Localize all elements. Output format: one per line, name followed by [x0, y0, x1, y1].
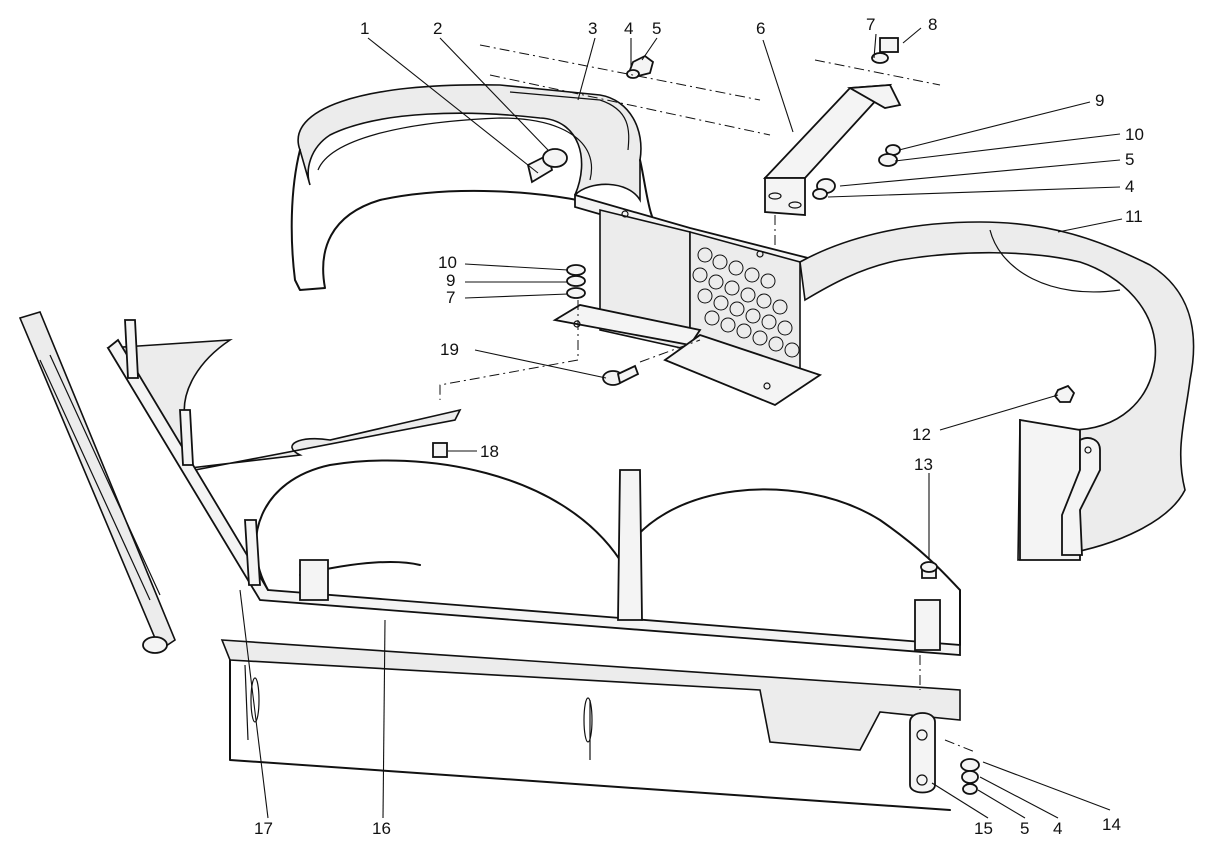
screw-18: [432, 442, 448, 458]
callout-5-bottom: 5: [1020, 819, 1029, 838]
washers-7-9-10-center: [566, 264, 586, 299]
leader-lines: [239, 27, 1123, 819]
callout-4-right: 4: [1125, 177, 1134, 196]
lower-skirt-panel: [220, 639, 961, 811]
callout-19: 19: [440, 340, 459, 359]
callout-1: 1: [360, 19, 369, 38]
callout-3: 3: [588, 19, 597, 38]
callout-7-top: 7: [866, 15, 875, 34]
screen-mesh: [692, 247, 800, 358]
callout-16: 16: [372, 819, 391, 838]
callout-2: 2: [433, 19, 442, 38]
callout-labels: 1 2 3 4 5 6 7 8 9 10 5 4 11 10 9 7 19 18…: [254, 15, 1144, 838]
callout-8: 8: [928, 15, 937, 34]
callout-5-right: 5: [1125, 150, 1134, 169]
callout-4-bottom: 4: [1053, 819, 1062, 838]
callout-11: 11: [1125, 207, 1143, 226]
callout-5-top: 5: [652, 19, 661, 38]
washers-9-10-right: [878, 144, 901, 167]
assembly-lines: [439, 44, 976, 753]
callout-13: 13: [914, 455, 933, 474]
nut-4-5-top: [626, 54, 655, 79]
callout-9-center: 9: [446, 271, 455, 290]
callout-10-right: 10: [1125, 125, 1144, 144]
callout-14: 14: [1102, 815, 1121, 834]
bolt-1: [526, 148, 568, 184]
callout-7-center: 7: [446, 288, 455, 307]
callout-10-center: 10: [438, 253, 457, 272]
washers-4-5-right: [812, 178, 836, 200]
side-rail: [18, 311, 176, 654]
callout-15: 15: [974, 819, 993, 838]
center-divider-plate: [552, 193, 823, 407]
bolt-19: [602, 364, 640, 386]
callout-4-top: 4: [624, 19, 633, 38]
washers-4-5-14-bottom: [960, 758, 980, 795]
callout-9-right: 9: [1095, 91, 1104, 110]
callout-12: 12: [912, 425, 931, 444]
top-bracket: [762, 83, 902, 216]
callout-17: 17: [254, 819, 273, 838]
callout-6: 6: [756, 19, 765, 38]
hardware: [432, 37, 1076, 795]
deck-posts: [124, 319, 941, 651]
right-housing: [799, 221, 1195, 561]
fastener-13: [920, 561, 938, 579]
lower-deck: [106, 319, 961, 656]
nut-12: [1053, 384, 1076, 403]
left-baffle-plate: [106, 339, 462, 471]
bolt-7-8: [871, 37, 899, 64]
callout-18: 18: [480, 442, 499, 461]
